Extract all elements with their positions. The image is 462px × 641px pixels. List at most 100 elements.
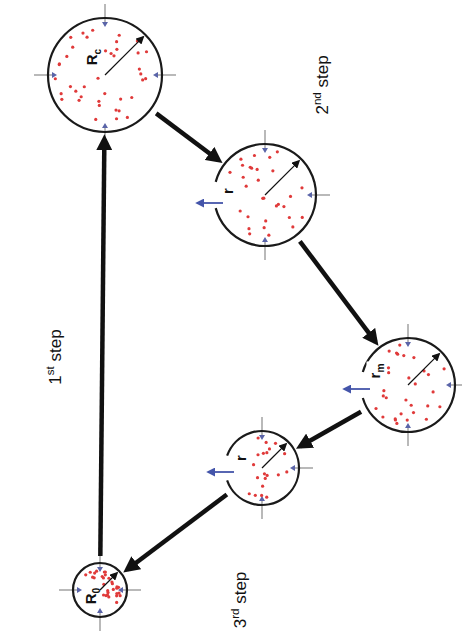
- particle-dot: [283, 452, 286, 455]
- axis-tick: [261, 417, 262, 437]
- particle-dot: [398, 343, 401, 346]
- symbol-base: R: [82, 593, 99, 604]
- particle-dot: [94, 118, 97, 121]
- radius-arrow: [262, 444, 286, 468]
- particle-dot: [425, 418, 428, 421]
- particle-dot: [241, 164, 244, 167]
- pressure-arrowhead: [446, 382, 451, 388]
- pressure-arrowhead: [259, 435, 265, 440]
- radius-arrow: [265, 161, 299, 195]
- particle-dot: [117, 592, 120, 595]
- particle-dot: [130, 96, 133, 99]
- particle-dot: [228, 171, 231, 174]
- radius-label: rm: [367, 362, 382, 381]
- particle-dot: [381, 415, 384, 418]
- chamber-details: [34, 4, 176, 146]
- ordinal-suffix: rd: [229, 609, 241, 619]
- particle-dot: [276, 150, 279, 153]
- particle-dot: [387, 366, 390, 369]
- particle-dot: [250, 167, 253, 170]
- particle-chamber: Rc: [47, 17, 163, 133]
- particle-dot: [402, 354, 405, 357]
- radius-arrow: [105, 37, 143, 75]
- chamber-outline: [360, 337, 456, 433]
- chamber-wall: [48, 18, 162, 132]
- radius-arrow: [408, 354, 439, 385]
- particle-dot: [69, 85, 72, 88]
- particle-dot: [264, 219, 267, 222]
- particle-dot: [261, 197, 264, 200]
- particle-dot: [406, 418, 409, 421]
- chamber-details: [208, 417, 313, 519]
- particle-dot: [438, 405, 441, 408]
- chamber-details: [59, 549, 141, 631]
- step-label: 1st step: [47, 328, 64, 387]
- radius-label: r: [220, 186, 235, 196]
- particle-dot: [58, 63, 61, 66]
- axis-tick: [407, 324, 408, 344]
- particle-dot: [267, 234, 270, 237]
- process-arrow: [300, 412, 361, 447]
- particle-dot: [115, 594, 118, 597]
- symbol-base: R: [83, 54, 100, 65]
- particle-dot: [139, 72, 142, 75]
- particle-dot: [69, 36, 72, 39]
- axis-tick: [104, 4, 105, 24]
- pressure-arrowhead: [262, 148, 268, 153]
- step-word: step: [231, 572, 250, 609]
- particle-dot: [248, 492, 251, 495]
- particle-dot: [84, 573, 87, 576]
- particle-dot: [81, 31, 84, 34]
- particle-dot: [115, 601, 118, 604]
- symbol-subscript: c: [92, 49, 103, 55]
- particle-dot: [275, 204, 278, 207]
- particle-dot: [263, 472, 266, 475]
- pressure-arrowhead: [77, 587, 82, 593]
- particle-dot: [95, 570, 98, 573]
- particle-dot: [89, 571, 92, 574]
- ordinal-suffix: nd: [311, 92, 323, 105]
- particle-dot: [399, 412, 402, 415]
- axis-tick: [264, 130, 265, 150]
- particle-dot: [261, 485, 264, 488]
- symbol-subscript: 0: [91, 588, 102, 594]
- axis-tick: [121, 589, 141, 590]
- symbol-base: r: [366, 373, 383, 379]
- ordinal-suffix: st: [44, 367, 56, 376]
- step-number: 1: [46, 376, 65, 385]
- pressure-arrowhead: [405, 342, 411, 347]
- particle-dot: [271, 169, 274, 172]
- axis-tick: [99, 611, 100, 631]
- particle-dot: [265, 496, 268, 499]
- process-arrow: [127, 494, 227, 569]
- escape-arrow: [208, 471, 234, 473]
- particle-dot: [107, 595, 110, 598]
- step-word: step: [313, 55, 332, 92]
- step-label: 2nd step: [314, 53, 331, 116]
- particle-dot: [83, 85, 86, 88]
- particle-dot: [104, 49, 107, 52]
- pressure-arrowhead: [52, 72, 57, 78]
- particle-dot: [71, 46, 74, 49]
- particle-dot: [109, 52, 112, 55]
- particle-dot: [119, 98, 122, 101]
- particle-dot: [112, 54, 115, 57]
- axis-tick: [34, 74, 54, 75]
- escape-arrow: [344, 388, 370, 390]
- particle-dot: [58, 62, 61, 65]
- particle-dot: [106, 589, 109, 592]
- particle-dot: [382, 394, 385, 397]
- symbol-subscript: m: [375, 364, 386, 373]
- particle-dot: [412, 411, 415, 414]
- step-number: 3: [231, 619, 250, 628]
- particle-chamber: rm: [360, 337, 456, 433]
- pressure-arrowhead: [102, 123, 108, 128]
- particle-dot: [414, 382, 417, 385]
- particle-dot: [407, 376, 410, 379]
- chamber-details: [344, 324, 462, 446]
- particle-chamber: R0: [72, 562, 128, 618]
- particle-dot: [141, 78, 144, 81]
